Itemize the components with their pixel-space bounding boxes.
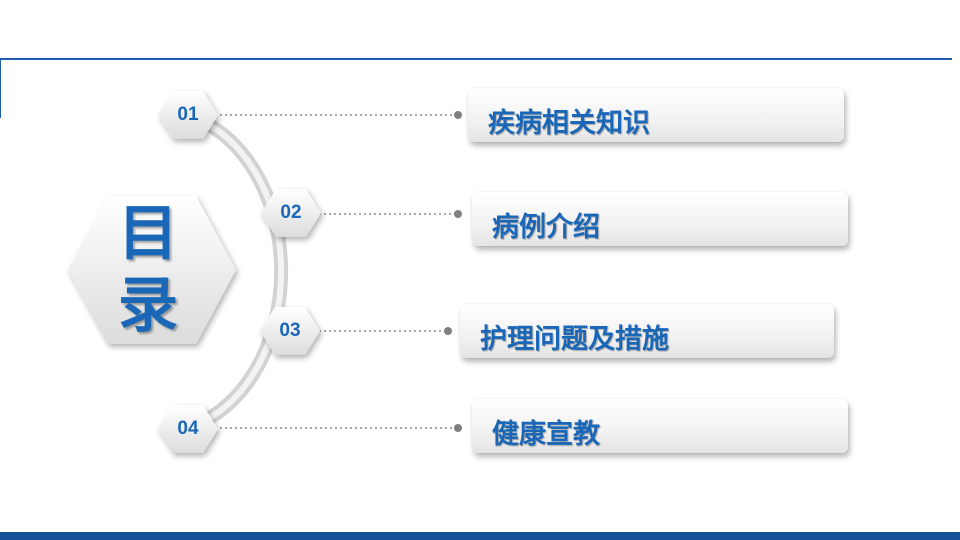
toc-item-label: 健康宣教 <box>492 419 600 450</box>
title-char-2: 录 <box>118 271 178 341</box>
toc-item-03[interactable]: 护理问题及措施 <box>460 304 834 358</box>
number-hexagon-02 <box>261 189 321 237</box>
leader-dot-04 <box>454 424 462 432</box>
footer-bar <box>0 532 960 540</box>
title-hexagon <box>68 196 236 344</box>
toc-item-01[interactable]: 疾病相关知识 <box>468 88 844 142</box>
toc-item-label: 护理问题及措施 <box>480 324 669 355</box>
title-char-1: 目 <box>118 199 178 269</box>
connector-arc-highlight <box>193 115 285 428</box>
number-hexagon-03 <box>260 307 320 355</box>
toc-item-02[interactable]: 病例介绍 <box>472 192 848 246</box>
item-number-04: 04 <box>177 418 199 439</box>
number-hexagon-01 <box>158 91 218 139</box>
item-number-01: 01 <box>177 104 199 125</box>
toc-item-label: 疾病相关知识 <box>488 108 650 139</box>
number-hexagon-04 <box>158 405 218 453</box>
leader-dot-02 <box>454 210 462 218</box>
leader-dot-01 <box>454 111 462 119</box>
item-number-02: 02 <box>280 202 302 223</box>
toc-item-label: 病例介绍 <box>492 212 600 243</box>
toc-item-04[interactable]: 健康宣教 <box>472 399 848 453</box>
header-divider <box>0 58 952 60</box>
header-left-tick <box>0 60 1 118</box>
leader-dot-03 <box>444 327 452 335</box>
item-number-03: 03 <box>279 320 301 341</box>
